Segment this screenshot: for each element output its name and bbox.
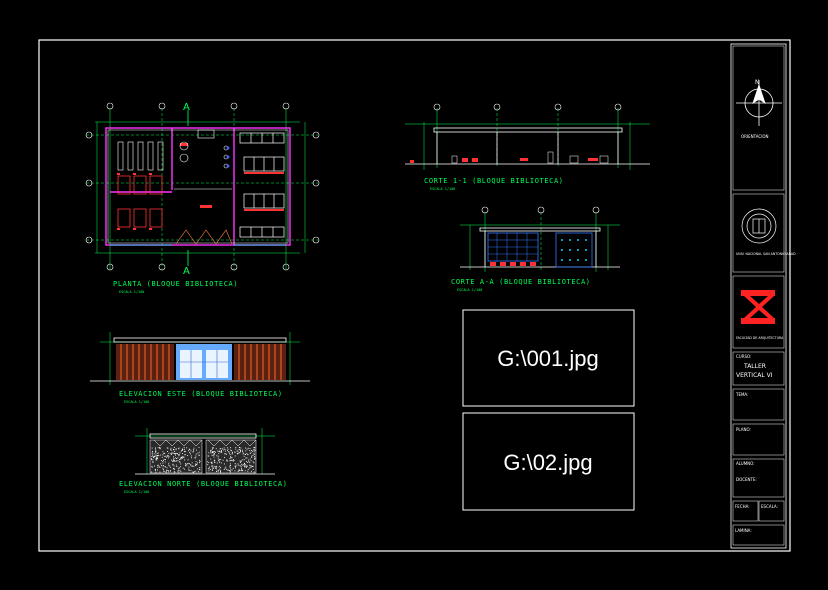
svg-text:N: N (755, 79, 760, 86)
east-elevation-louvers-left (116, 344, 174, 380)
planta-label: PLANTA (BLOQUE BIBLIOTECA) (113, 280, 238, 288)
planta-scale: ESCALA 1/100 (119, 290, 144, 294)
escala-label: ESCALA: (761, 504, 778, 509)
alumno-label: ALUMNO: (736, 461, 755, 466)
university-seal-icon (741, 208, 777, 244)
section-mark-bottom: A (183, 266, 190, 277)
section-a-a (460, 206, 620, 272)
faculty-logo-icon (741, 290, 775, 324)
course-line-2: VERTICAL VI (736, 372, 773, 379)
course-line-1: TALLER (743, 363, 766, 370)
north-elevation-texture (149, 439, 257, 474)
image-ref-2-text: G:\02.jpg (503, 450, 592, 475)
corte-aa-scale: ESCALA 1/100 (457, 288, 482, 292)
outer-border (38, 39, 791, 552)
docente-label: DOCENTE: (736, 477, 757, 482)
title-block-cells: N ORIENTACION UNIV. NACIONAL SAN ANTONIO… (732, 45, 796, 546)
corte-aa-label: CORTE A-A (BLOQUE BIBLIOTECA) (451, 278, 591, 286)
section-aa-glazing (487, 232, 593, 268)
floor-plan: A A (85, 102, 320, 277)
orientation-label: ORIENTACION (741, 134, 769, 139)
faculty-name: FACULTAD DE ARQUITECTURA (736, 336, 784, 340)
elev-norte-scale: ESCALA 1/100 (124, 490, 149, 494)
north-arrow-icon: N (736, 79, 782, 126)
image-ref-frame-1: G:\001.jpg (462, 309, 635, 407)
lamina-label: LAMINA: (735, 528, 752, 533)
image-ref-1-text: G:\001.jpg (497, 346, 599, 371)
section-mark-top: A (183, 102, 190, 113)
corte-11-label: CORTE 1-1 (BLOQUE BIBLIOTECA) (424, 177, 564, 185)
east-elevation-glazing (176, 344, 232, 380)
title-block (730, 43, 787, 549)
tema-label: TEMA: (735, 392, 748, 397)
east-elevation (90, 332, 310, 385)
image-ref-frame-2: G:\02.jpg (462, 412, 635, 511)
elev-norte-label: ELEVACION NORTE (BLOQUE BIBLIOTECA) (119, 480, 288, 488)
elev-este-scale: ESCALA 1/100 (124, 400, 149, 404)
section-1-1 (405, 103, 650, 170)
course-label: CURSO: (736, 354, 751, 359)
north-elevation (135, 428, 275, 475)
elev-este-label: ELEVACION ESTE (BLOQUE BIBLIOTECA) (119, 390, 283, 398)
university-name: UNIV. NACIONAL SAN ANTONIO ABAD (736, 252, 796, 256)
corte-11-scale: ESCALA 1/100 (430, 187, 455, 191)
fecha-label: FECHA: (735, 504, 750, 509)
east-elevation-louvers-right (234, 344, 286, 380)
plano-label: PLANO: (736, 427, 751, 432)
